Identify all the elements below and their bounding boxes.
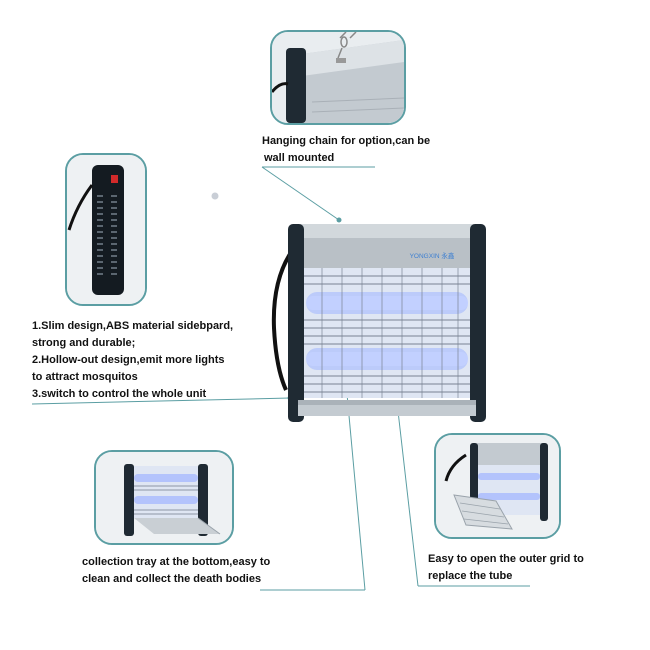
caption-chain-line-1: Hanging chain for option,can be bbox=[262, 135, 431, 147]
inset-open-grid bbox=[434, 433, 561, 539]
caption-hanging-chain: Hanging chain for option,can be wall mou… bbox=[262, 133, 430, 167]
leader-features bbox=[31, 397, 291, 405]
caption-features-line-2: strong and durable; bbox=[32, 337, 136, 349]
decor-dot bbox=[211, 192, 219, 200]
side-profile-illustration bbox=[67, 155, 145, 304]
inset-hanging-chain bbox=[270, 30, 406, 125]
inset-slim-side bbox=[65, 153, 147, 306]
caption-chain-line-2: wall mounted bbox=[264, 152, 335, 164]
caption-tray-line-2: clean and collect the death bodies bbox=[82, 573, 262, 585]
main-product: YONGXIN 永鑫 bbox=[271, 224, 486, 422]
chain-detail-illustration bbox=[272, 32, 404, 123]
brand-logo: YONGXIN 永鑫 bbox=[410, 251, 455, 260]
leader-chain bbox=[261, 166, 340, 221]
caption-grid-line-1: Easy to open the outer grid to bbox=[428, 553, 584, 565]
caption-features-line-1: 1.Slim design,ABS material sidebpard, bbox=[32, 320, 234, 332]
caption-open-grid: Easy to open the outer grid to replace t… bbox=[428, 551, 584, 585]
caption-features: 1.Slim design,ABS material sidebpard, st… bbox=[32, 318, 233, 403]
inset-collection-tray bbox=[94, 450, 234, 545]
caption-features-line-3: 2.Hollow-out design,emit more lights bbox=[32, 354, 225, 366]
grid-area bbox=[304, 268, 470, 398]
side-panel-left bbox=[288, 224, 304, 422]
caption-tray-line-1: collection tray at the bottom,easy to bbox=[82, 556, 271, 568]
leader-grid-up bbox=[397, 410, 419, 587]
caption-features-line-4: to attract mosquitos bbox=[32, 371, 138, 383]
caption-features-line-5: 3.switch to control the whole unit bbox=[32, 388, 207, 400]
caption-collection-tray: collection tray at the bottom,easy to cl… bbox=[82, 554, 270, 588]
side-panel-right bbox=[470, 224, 486, 422]
power-cord bbox=[271, 246, 296, 391]
tray-detail-illustration bbox=[96, 452, 232, 543]
open-grid-illustration bbox=[436, 435, 559, 537]
caption-grid-line-2: replace the tube bbox=[428, 570, 513, 582]
